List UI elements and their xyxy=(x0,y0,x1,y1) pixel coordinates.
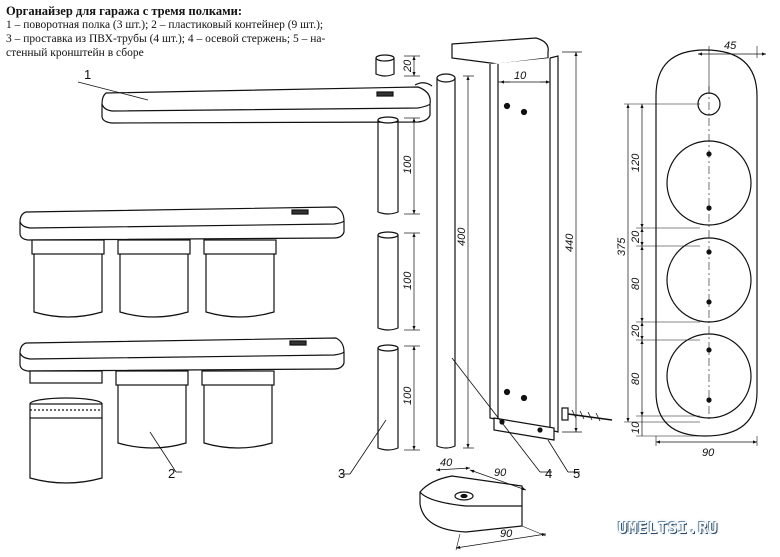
shelf-top-view xyxy=(655,49,758,437)
dim-spacer-20: 20 xyxy=(402,59,414,73)
loose-container xyxy=(29,397,103,484)
dim-shelf-80-b: 80 xyxy=(630,372,642,385)
dim-shelf-20-b: 20 xyxy=(630,324,642,338)
dim-rod-400: 400 xyxy=(456,227,468,246)
dim-shelf-45: 45 xyxy=(724,40,737,52)
dim-foot-90-bottom: 90 xyxy=(500,528,513,540)
caption-line-2: 3 – проставка из ПВХ-трубы (4 шт.); 4 – … xyxy=(6,33,326,45)
shelf-1-drawing xyxy=(101,82,433,124)
dim-shelf-120: 120 xyxy=(630,153,642,172)
callout-leaders xyxy=(77,81,580,475)
dim-bracket-10: 10 xyxy=(514,70,527,82)
dim-shelf-80-a: 80 xyxy=(630,277,642,290)
dim-bracket-440: 440 xyxy=(564,233,576,252)
axis-rod xyxy=(436,73,456,449)
callout-4: 4 xyxy=(545,466,552,481)
callout-3: 3 xyxy=(338,466,345,481)
caption-title: Органайзер для гаража с тремя полками: xyxy=(6,4,243,18)
caption: Органайзер для гаража с тремя полками: 1… xyxy=(6,4,376,60)
dim-shelf-375: 375 xyxy=(616,237,628,256)
callout-5: 5 xyxy=(573,466,580,481)
caption-line-1: 1 – поворотная полка (3 шт.); 2 – пласти… xyxy=(6,19,324,31)
callout-2: 2 xyxy=(168,466,175,481)
caption-line-3: стенный кронштейн в сборе xyxy=(6,47,144,59)
spacer-tubes xyxy=(375,54,399,451)
dim-shelf-10: 10 xyxy=(630,421,642,434)
wall-bracket xyxy=(451,37,613,441)
dim-spacer-100-a: 100 xyxy=(402,155,414,174)
shelf-2-drawing xyxy=(19,206,345,318)
dim-foot-40: 40 xyxy=(440,457,453,469)
dim-shelf-20-a: 20 xyxy=(630,230,642,244)
callout-1: 1 xyxy=(84,67,91,82)
dim-spacer-100-c: 100 xyxy=(402,386,414,405)
shelf-3-drawing xyxy=(19,337,345,484)
base-foot xyxy=(419,475,523,533)
site-watermark: UMELTSI.RU xyxy=(618,519,719,537)
dim-foot-90-top: 90 xyxy=(494,467,507,479)
dim-shelf-90: 90 xyxy=(702,447,715,459)
dim-spacer-100-b: 100 xyxy=(402,271,414,290)
shelf-2-containers xyxy=(31,239,277,318)
